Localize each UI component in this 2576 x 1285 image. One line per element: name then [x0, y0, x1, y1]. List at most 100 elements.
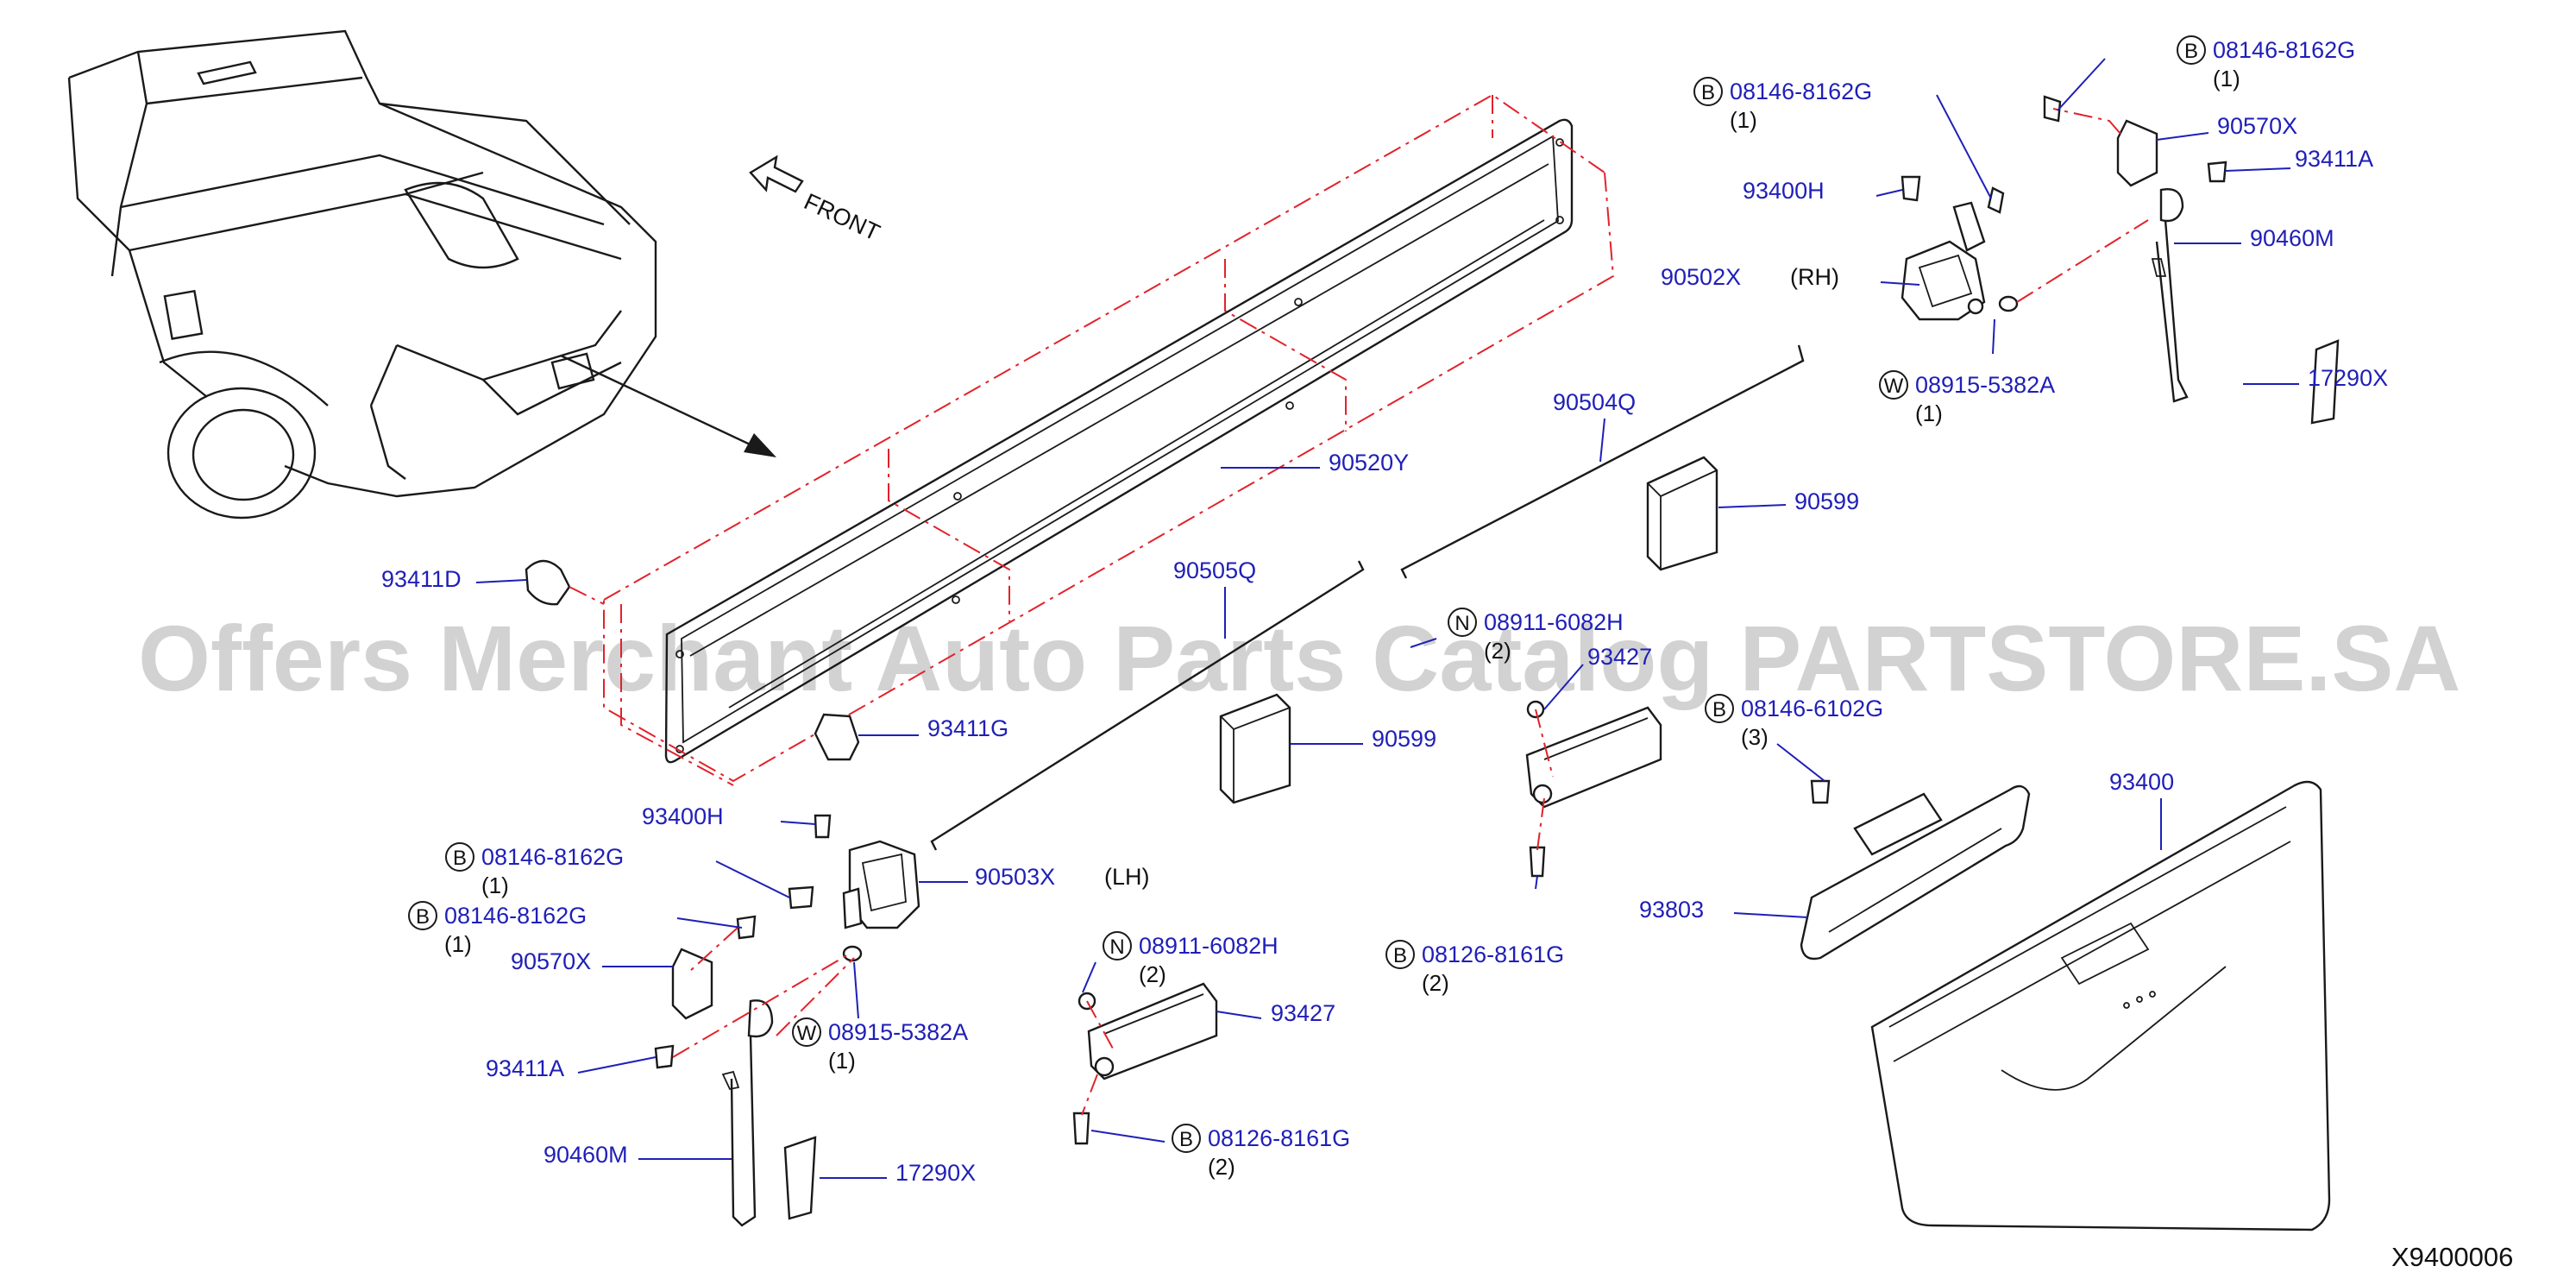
tailgate-panel [1870, 780, 2331, 1231]
part-quantity: (3) [1741, 724, 1769, 750]
part-label-08126-8161g: B 08126-8161G (2) [1385, 875, 1564, 996]
part-quantity: (1) [1915, 400, 1943, 426]
side-indicator: (LH) [1104, 864, 1150, 890]
arrow-line [560, 354, 760, 450]
leader-line [1090, 1130, 1165, 1143]
part-label-93411a: 93411A [486, 1055, 657, 1081]
part-label-08911-6082h: N 08911-6082H (2) [1410, 608, 1624, 664]
badge-letter: B [1712, 698, 1726, 721]
bolt-handle [1810, 779, 1831, 804]
tailgate-handle [1800, 784, 2031, 961]
badge-circle [1693, 77, 1723, 106]
part-number: 90599 [1372, 726, 1436, 752]
part-quantity: (1) [1730, 107, 1757, 133]
part-number: 93411A [486, 1055, 564, 1081]
leader-line [1875, 189, 1903, 197]
part-number: 93400H [1743, 178, 1825, 204]
part-label-90520y: 90520Y [1221, 450, 1409, 476]
part-label-93803: 93803 [1639, 897, 1808, 923]
part-quantity: (1) [828, 1048, 856, 1074]
badge-letter: B [416, 905, 430, 929]
badge-circle [1705, 694, 1734, 723]
leader-line [853, 961, 859, 1019]
badge-letter: N [1454, 612, 1469, 635]
part-number: 93411G [927, 715, 1008, 741]
part-number: 08911-6082H [1484, 609, 1624, 635]
part-number: 08126-8161G [1422, 942, 1564, 967]
bolt-rh-top [2043, 95, 2062, 123]
badge-letter: B [453, 847, 467, 870]
leader-line [1543, 664, 1584, 710]
part-number: 90460M [2250, 225, 2334, 251]
part-number: 90505Q [1173, 557, 1256, 583]
part-number: 93427 [1587, 644, 1652, 670]
part-number: 93400 [2109, 769, 2174, 795]
leader-line [1082, 961, 1096, 993]
part-number: 93411D [381, 566, 462, 592]
latch-bracket-lower [1078, 982, 1218, 1080]
leader-line [676, 917, 743, 929]
leader-line [1535, 875, 1538, 890]
part-number: 08146-8162G [1730, 79, 1872, 104]
part-label-90460m: 90460M [2174, 225, 2334, 251]
part-quantity: (1) [2213, 66, 2240, 91]
leader-line [475, 579, 527, 583]
rod-90504q [1400, 344, 1805, 579]
badge-letter: N [1109, 935, 1124, 959]
badge-letter: B [1179, 1128, 1193, 1151]
leader-line [780, 821, 816, 825]
part-quantity: (2) [1422, 970, 1449, 996]
arrow-head [744, 433, 776, 457]
diagram-code: X9400006 [2391, 1242, 2513, 1272]
part-number: 08915-5382A [1915, 372, 2055, 398]
part-number: 90599 [1794, 488, 1859, 514]
bolt-lower-bracket [1072, 1112, 1090, 1145]
part-label-08146-8162g: B 08146-8162G (1) [1693, 77, 1992, 199]
part-number: 93803 [1639, 897, 1704, 923]
part-number: 93400H [642, 803, 724, 829]
part-label-93400h: 93400H [642, 803, 816, 829]
part-label-90505q: 90505Q [1173, 557, 1256, 639]
bumper-93400h-lh [814, 814, 832, 839]
part-label-17290x: 17290X [820, 1160, 976, 1186]
badge-circle [1385, 940, 1415, 969]
tailgate-protector [603, 93, 1615, 786]
part-number: 08146-8162G [481, 844, 624, 870]
clip-93411d [525, 559, 571, 606]
bolt-lh-top [736, 915, 757, 940]
watermark-text: Offers Merchant Auto Parts Catalog PARTS… [138, 606, 2460, 710]
part-quantity: (2) [1139, 961, 1166, 987]
side-indicator: (RH) [1790, 264, 1839, 290]
part-quantity: (1) [444, 931, 472, 957]
badge-letter: B [1701, 81, 1715, 104]
part-number: 08915-5382A [828, 1019, 968, 1045]
badge-circle [792, 1017, 821, 1047]
leader-line [1599, 418, 1605, 463]
part-number: 93427 [1271, 1000, 1335, 1026]
badge-letter: B [1393, 944, 1407, 967]
part-label-93411g: 93411G [858, 715, 1008, 741]
pad-17290x-lh [783, 1136, 817, 1220]
part-label-90570x: 90570X [511, 948, 673, 974]
part-number: 08911-6082H [1139, 933, 1279, 959]
front-label: FRONT [800, 188, 883, 245]
washer-rh [1998, 295, 2019, 312]
part-label-08911-6082h: N 08911-6082H(2) [1082, 931, 1279, 993]
part-label-93400h: 93400H [1743, 178, 1903, 204]
part-label-90503x: 90503X(LH) [919, 864, 1150, 890]
bolt-rh-hinge [1987, 186, 2005, 214]
badge-letter: W [797, 1022, 817, 1045]
part-number: 08126-8161G [1208, 1125, 1350, 1151]
part-label-93411a: 93411A [2225, 146, 2373, 172]
clip-93411g [814, 713, 860, 761]
part-number: 90570X [2217, 113, 2297, 139]
bumper-93400h-rh [1901, 175, 1921, 202]
part-quantity: (2) [1484, 638, 1511, 664]
part-number: 90520Y [1329, 450, 1409, 476]
part-quantity: (1) [481, 872, 509, 898]
